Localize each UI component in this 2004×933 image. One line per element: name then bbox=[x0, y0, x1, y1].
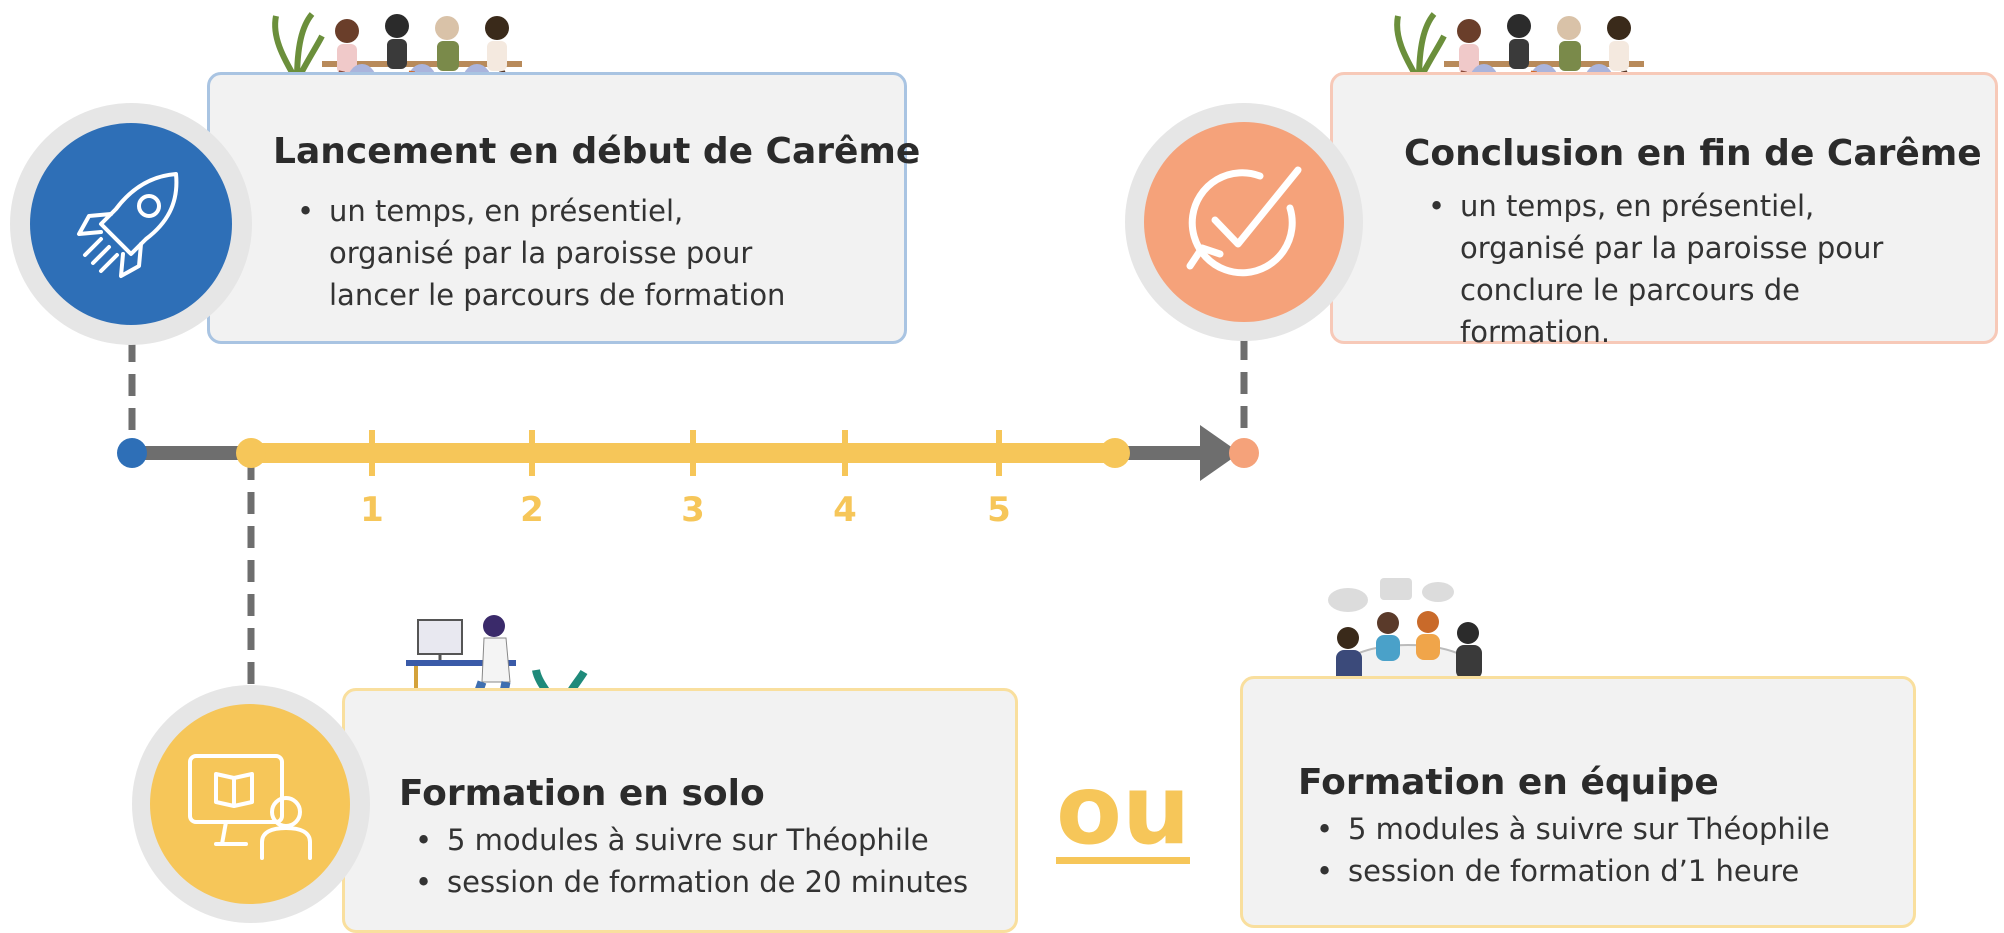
card-team-title: Formation en équipe bbox=[1298, 762, 1719, 803]
timeline-course-end-dot bbox=[1100, 438, 1130, 468]
card-team-bullet: session de formation d’1 heure bbox=[1312, 850, 1892, 892]
timeline-start-dot bbox=[117, 438, 147, 468]
timeline-arrowhead bbox=[1200, 425, 1240, 481]
computer-learning-icon bbox=[188, 754, 312, 860]
timeline-end-dot bbox=[1229, 438, 1259, 468]
card-solo-bullets: 5 modules à suivre sur Théophile session… bbox=[411, 819, 991, 903]
card-conclusion-bullets: un temps, en présentiel, organisé par la… bbox=[1424, 185, 1944, 353]
timeline-tick-label: 1 bbox=[360, 490, 384, 530]
check-cycle-icon bbox=[1186, 166, 1302, 277]
rocket-icon bbox=[77, 172, 179, 278]
card-conclusion: Conclusion en fin de Carême un temps, en… bbox=[1330, 72, 1998, 349]
card-launch-bullet: un temps, en présentiel, organisé par la… bbox=[293, 190, 813, 316]
timeline-tick-label: 2 bbox=[520, 490, 544, 530]
timeline-tick-label: 5 bbox=[987, 490, 1011, 530]
launch-circle-fill bbox=[30, 123, 232, 325]
card-launch-title: Lancement en début de Carême bbox=[273, 131, 921, 172]
timeline-tick-label: 4 bbox=[833, 490, 857, 530]
card-launch: Lancement en début de Carême un temps, e… bbox=[207, 72, 920, 344]
card-solo-title: Formation en solo bbox=[399, 773, 765, 814]
card-team-bullet: 5 modules à suivre sur Théophile bbox=[1312, 808, 1892, 850]
card-launch-bullets: un temps, en présentiel, organisé par la… bbox=[293, 190, 813, 316]
card-conclusion-bullet: un temps, en présentiel, organisé par la… bbox=[1424, 185, 1944, 353]
card-solo: Formation en solo 5 modules à suivre sur… bbox=[342, 688, 1018, 933]
timeline-solo-dot bbox=[236, 438, 266, 468]
timeline-tick-label: 3 bbox=[681, 490, 705, 530]
card-conclusion-title: Conclusion en fin de Carême bbox=[1404, 133, 1982, 174]
card-solo-bullet: 5 modules à suivre sur Théophile bbox=[411, 819, 991, 861]
card-team-bullets: 5 modules à suivre sur Théophile session… bbox=[1312, 808, 1892, 892]
separator-ou: ou bbox=[1056, 754, 1191, 866]
conclusion-circle-fill bbox=[1144, 122, 1344, 322]
card-team: Formation en équipe 5 modules à suivre s… bbox=[1240, 676, 1916, 928]
card-solo-bullet: session de formation de 20 minutes bbox=[411, 861, 991, 903]
